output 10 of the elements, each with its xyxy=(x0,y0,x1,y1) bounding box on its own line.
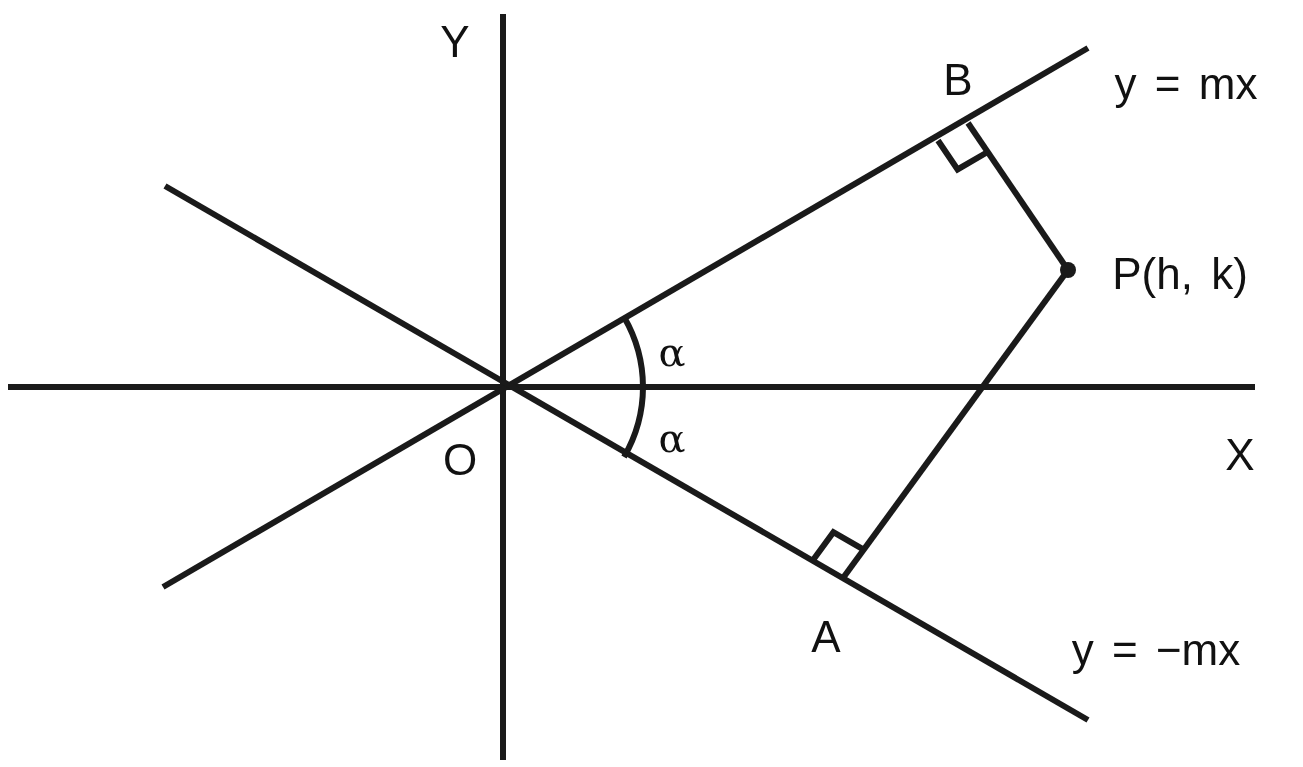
point-label: B xyxy=(943,58,973,102)
equation-label: y = −mx xyxy=(1071,628,1241,672)
point-label: A xyxy=(811,615,841,659)
angle-label: α xyxy=(658,418,686,458)
origin-label: O xyxy=(442,438,478,482)
axis-label: Y xyxy=(440,20,470,64)
equation-label: y = mx xyxy=(1114,62,1258,106)
point-label: P(h, k) xyxy=(1112,252,1248,296)
axis-label: X xyxy=(1225,433,1255,477)
angle-label: α xyxy=(658,332,686,372)
